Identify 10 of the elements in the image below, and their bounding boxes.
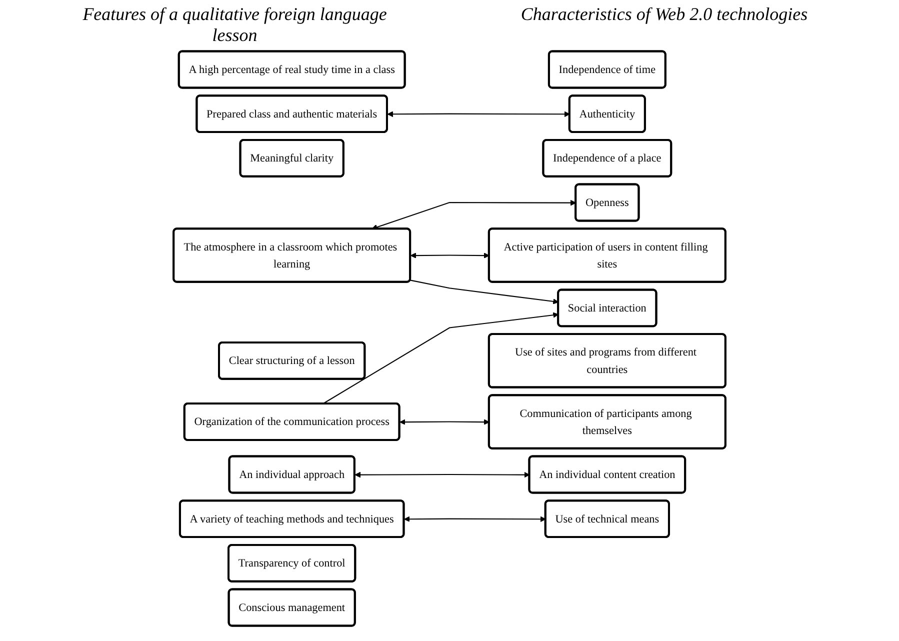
arrow	[404, 516, 546, 522]
arrow	[322, 312, 559, 404]
arrow	[387, 111, 570, 118]
arrow	[372, 200, 576, 230]
column-heading: Characteristics of Web 2.0 technologies	[520, 4, 809, 26]
arrow	[410, 252, 490, 258]
arrow	[354, 472, 530, 478]
arrow	[410, 280, 559, 304]
column-heading: Features of a qualitative foreign language lesson	[82, 4, 388, 46]
arrow	[400, 419, 490, 425]
